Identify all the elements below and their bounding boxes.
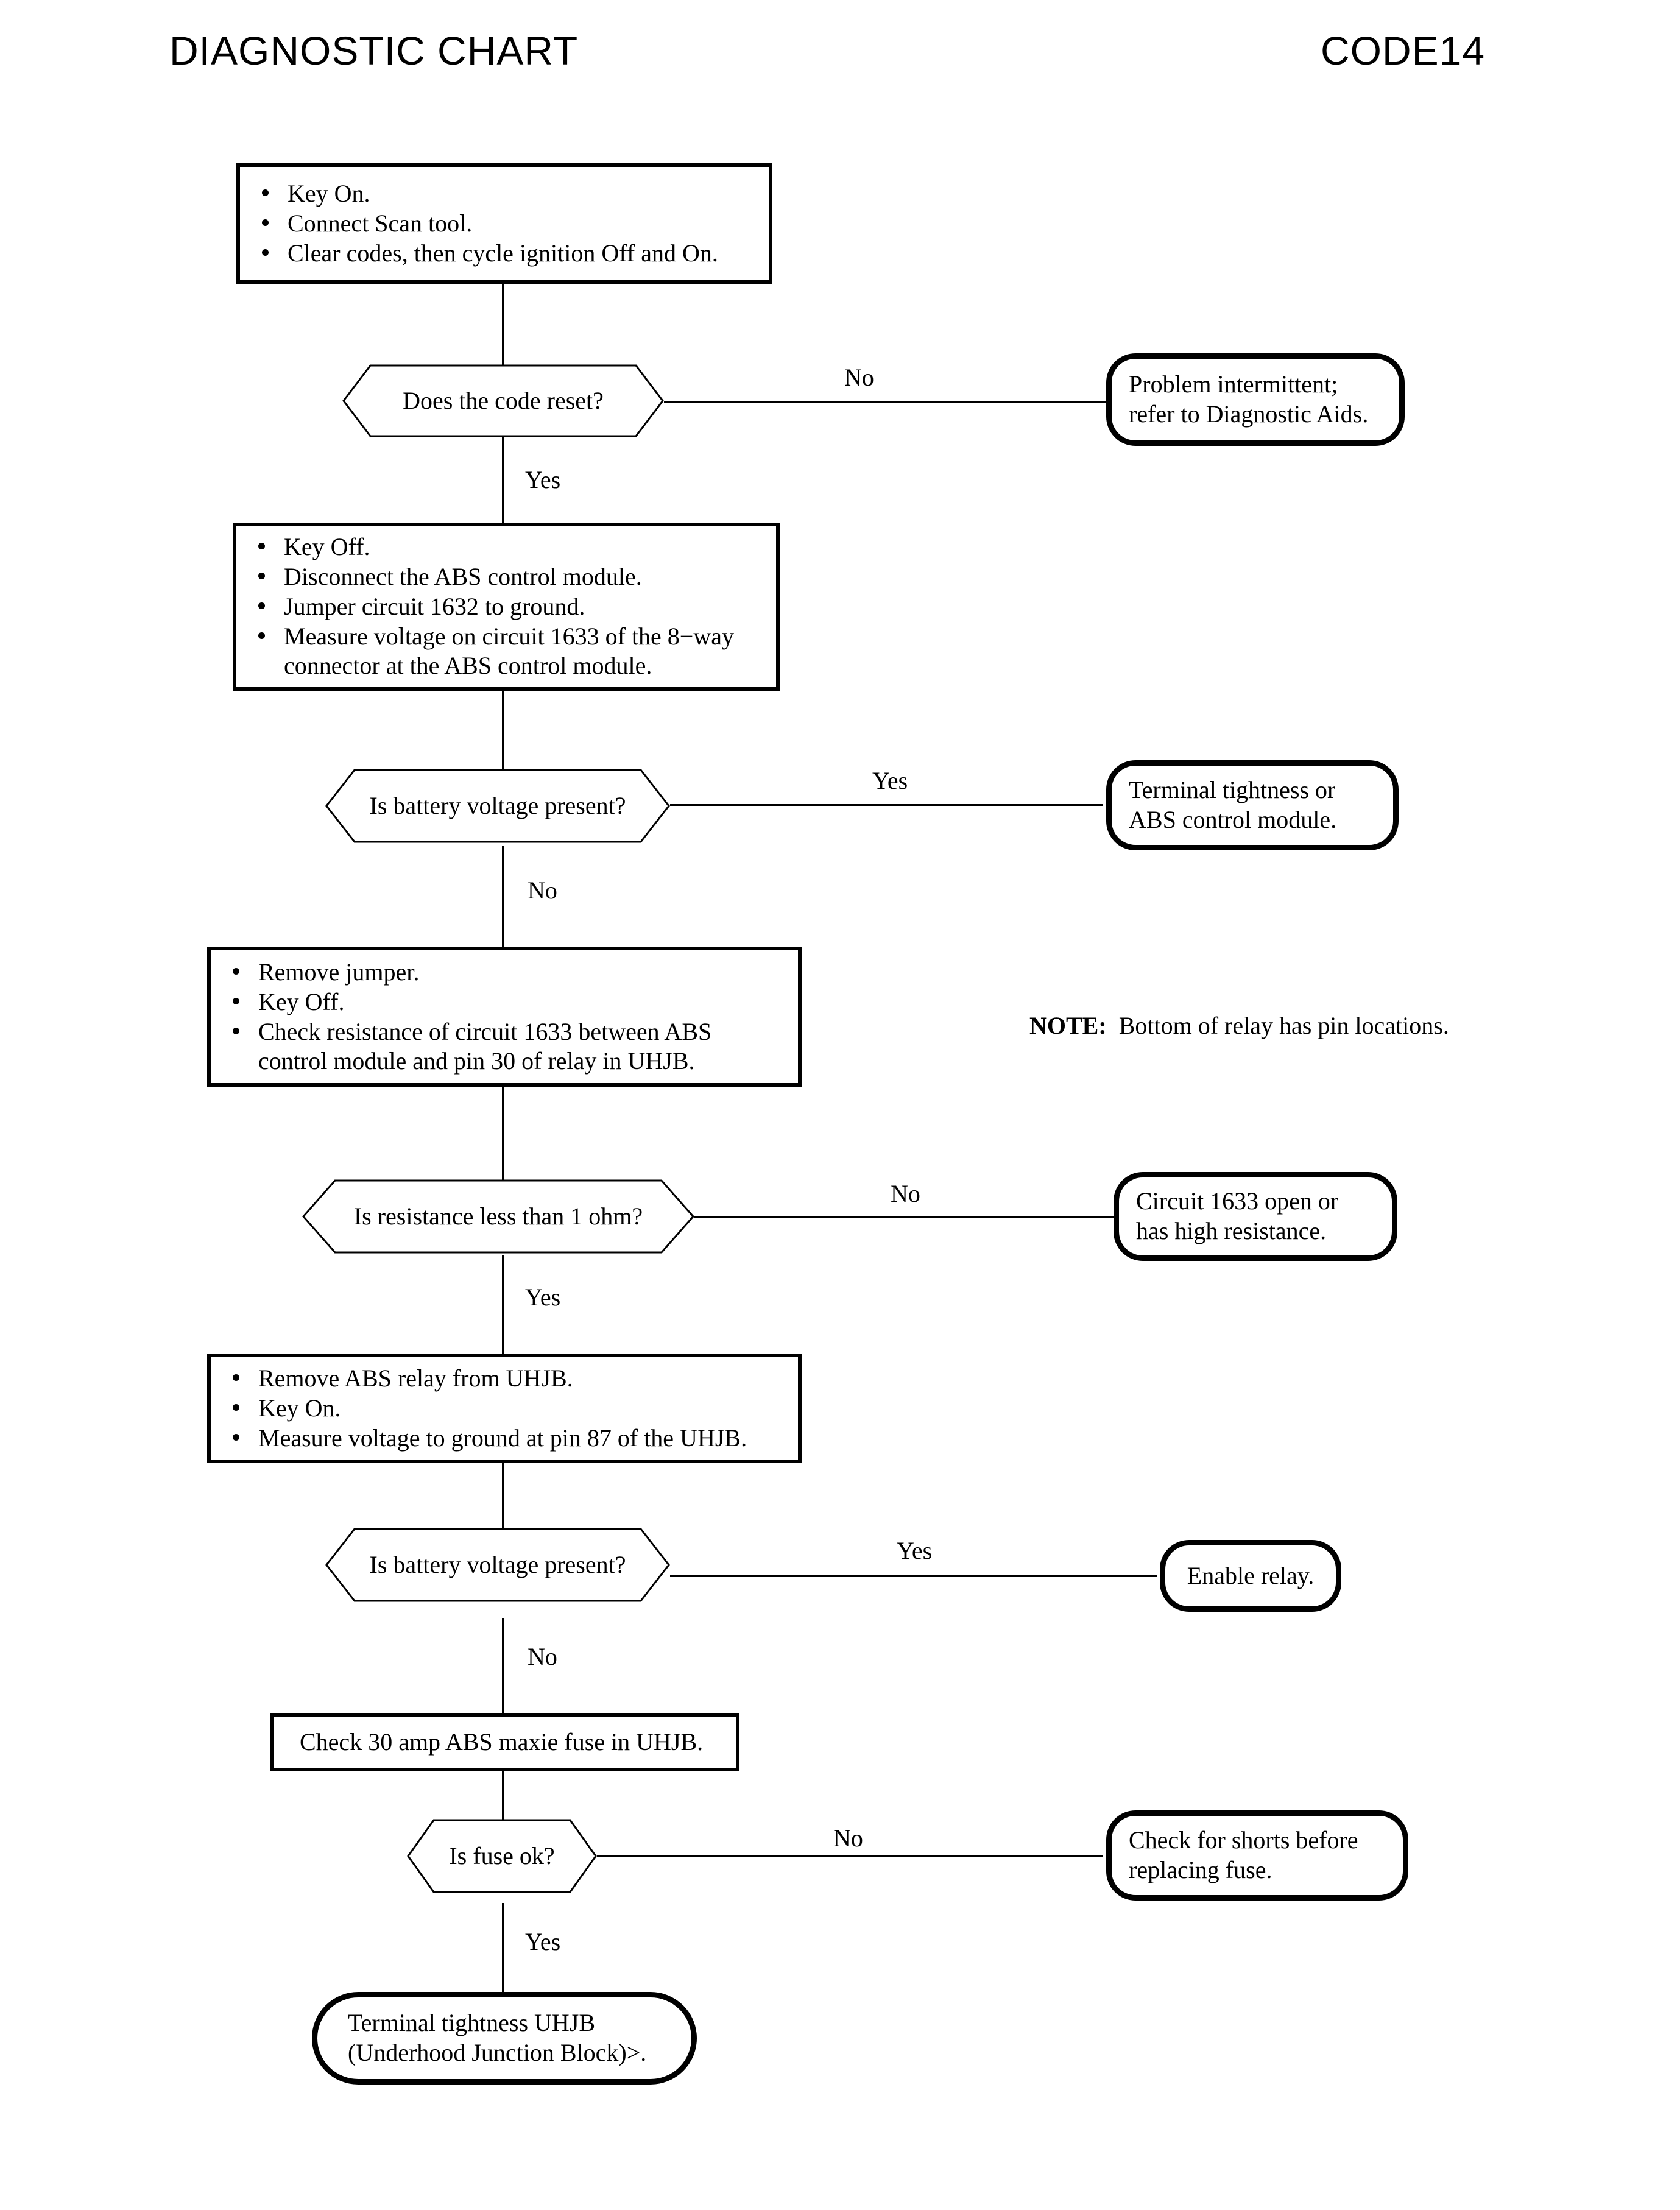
- decision-does-code-reset: Does the code reset?: [342, 364, 664, 437]
- edge-label-d4-no: No: [528, 1643, 557, 1670]
- note-label: NOTE:: [1029, 1012, 1107, 1039]
- connector-step5-to-d5: [502, 1752, 504, 1858]
- hexagon-shape: [325, 769, 670, 843]
- decision-label: Is battery voltage present?: [369, 792, 626, 819]
- step4-list: Remove ABS relay from UHJB. Key On. Meas…: [223, 1364, 786, 1453]
- process-box-step5: Check 30 amp ABS maxie fuse in UHJB.: [270, 1713, 739, 1771]
- step1-item-1: Key On.: [252, 179, 757, 208]
- hexagon-shape: [407, 1819, 597, 1893]
- step1-item-3: Clear codes, then cycle ignition Off and…: [252, 239, 757, 268]
- hexagon-shape: [325, 1528, 670, 1602]
- step5-list: Check 30 amp ABS maxie fuse in UHJB.: [286, 1728, 724, 1757]
- connector-step2-to-d2: [502, 688, 504, 792]
- process-box-step1: Key On. Connect Scan tool. Clear codes, …: [236, 163, 772, 284]
- connector-d4-to-step5: [502, 1618, 504, 1714]
- connector-d5-to-t6: [502, 1903, 504, 1993]
- connector-d2-to-step3: [502, 846, 504, 948]
- branch-d1-no: [664, 401, 1109, 403]
- step4-item-2: Key On.: [223, 1394, 786, 1423]
- edge-label-d5-no: No: [833, 1824, 863, 1852]
- step2-item-2: Disconnect the ABS control module.: [249, 562, 764, 591]
- terminal-label: Check for shorts before replacing fuse.: [1129, 1826, 1358, 1883]
- terminal-label: Terminal tightness UHJB (Underhood Junct…: [348, 2009, 647, 2066]
- edge-label-d5-yes: Yes: [525, 1928, 561, 1955]
- step2-list: Key Off. Disconnect the ABS control modu…: [249, 532, 764, 681]
- decision-is-fuse-ok: Is fuse ok?: [407, 1819, 597, 1893]
- step4-item-1: Remove ABS relay from UHJB.: [223, 1364, 786, 1393]
- step3-list: Remove jumper. Key Off. Check resistance…: [223, 958, 786, 1076]
- edge-label-d3-yes: Yes: [525, 1283, 561, 1311]
- process-box-step4: Remove ABS relay from UHJB. Key On. Meas…: [207, 1354, 802, 1463]
- decision-label: Is resistance less than 1 ohm?: [353, 1202, 643, 1230]
- terminal-terminal-tightness-uhjb: Terminal tightness UHJB (Underhood Junct…: [312, 1992, 697, 2085]
- branch-d5-no: [597, 1855, 1103, 1857]
- edge-label-d2-yes: Yes: [872, 767, 908, 794]
- connector-step1-to-d1: [502, 284, 504, 394]
- terminal-label: Enable relay.: [1187, 1561, 1315, 1589]
- step4-item-3: Measure voltage to ground at pin 87 of t…: [223, 1424, 786, 1453]
- step3-item-2: Key Off.: [223, 987, 786, 1017]
- step3-item-3: Check resistance of circuit 1633 between…: [223, 1017, 786, 1076]
- terminal-label: Circuit 1633 open or has high resistance…: [1136, 1187, 1339, 1244]
- decision-label: Is fuse ok?: [449, 1842, 555, 1869]
- decision-battery-voltage-1: Is battery voltage present?: [325, 769, 670, 843]
- connector-step3-to-d3: [502, 1087, 504, 1202]
- page-title: DIAGNOSTIC CHART: [169, 28, 579, 73]
- step3-item-1: Remove jumper.: [223, 958, 786, 987]
- terminal-enable-relay: Enable relay.: [1160, 1540, 1341, 1612]
- step1-item-2: Connect Scan tool.: [252, 209, 757, 238]
- step2-item-3: Jumper circuit 1632 to ground.: [249, 592, 764, 621]
- note-text: Bottom of relay has pin locations.: [1118, 1012, 1449, 1039]
- connector-step4-to-d4: [502, 1462, 504, 1564]
- hexagon-shape: [302, 1179, 694, 1254]
- step5-item-1: Check 30 amp ABS maxie fuse in UHJB.: [300, 1728, 704, 1756]
- note-annotation: NOTE: Bottom of relay has pin locations.: [1029, 1014, 1449, 1038]
- branch-d2-no: [670, 804, 1103, 806]
- edge-label-d4-yes: Yes: [897, 1537, 933, 1564]
- terminal-problem-intermittent: Problem intermittent; refer to Diagnosti…: [1106, 353, 1405, 446]
- process-box-step2: Key Off. Disconnect the ABS control modu…: [233, 523, 780, 691]
- decision-label: Does the code reset?: [403, 387, 604, 414]
- terminal-check-for-shorts: Check for shorts before replacing fuse.: [1106, 1810, 1408, 1901]
- step2-item-1: Key Off.: [249, 532, 764, 562]
- terminal-label: Terminal tightness or ABS control module…: [1129, 776, 1337, 833]
- connector-d1-to-step2: [502, 432, 504, 524]
- terminal-circuit-open-high-resistance: Circuit 1633 open or has high resistance…: [1114, 1172, 1397, 1261]
- step2-item-4: Measure voltage on circuit 1633 of the 8…: [249, 622, 764, 680]
- decision-battery-voltage-2: Is battery voltage present?: [325, 1528, 670, 1602]
- process-box-step3: Remove jumper. Key Off. Check resistance…: [207, 947, 802, 1087]
- branch-d3-no: [694, 1216, 1115, 1218]
- terminal-terminal-tightness-abs: Terminal tightness or ABS control module…: [1106, 760, 1399, 850]
- decision-resistance-less-than-1ohm: Is resistance less than 1 ohm?: [302, 1179, 694, 1254]
- edge-label-d1-no: No: [844, 364, 874, 391]
- edge-label-d3-no: No: [891, 1180, 920, 1207]
- connector-d3-to-step4: [502, 1255, 504, 1355]
- step1-list: Key On. Connect Scan tool. Clear codes, …: [252, 179, 757, 269]
- hexagon-shape: [342, 364, 664, 437]
- terminal-label: Problem intermittent; refer to Diagnosti…: [1129, 370, 1369, 428]
- edge-label-d1-yes: Yes: [525, 466, 561, 493]
- code-identifier: CODE14: [1321, 28, 1486, 73]
- decision-label: Is battery voltage present?: [369, 1551, 626, 1578]
- branch-d4-no: [670, 1575, 1157, 1577]
- edge-label-d2-no: No: [528, 877, 557, 904]
